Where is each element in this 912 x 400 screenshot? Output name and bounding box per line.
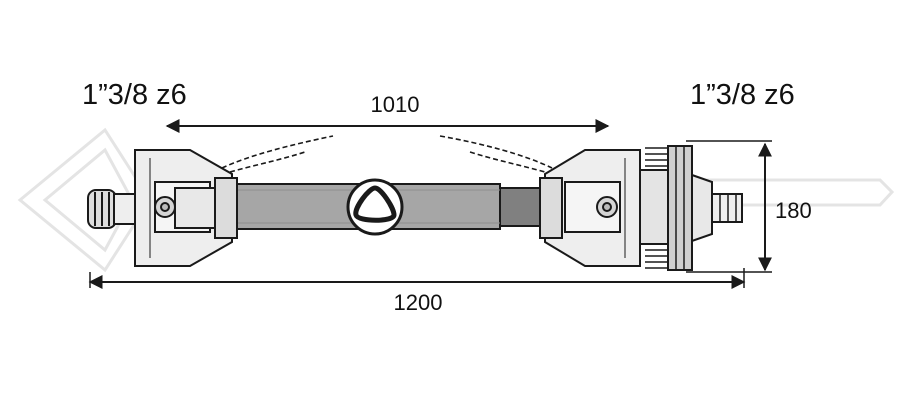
left-splined-shaft bbox=[87, 189, 141, 229]
closed-length-label: 1010 bbox=[371, 92, 420, 117]
right-yoke-spec: 1”3/8 z6 bbox=[690, 79, 795, 111]
clutch-diameter-label: 180 bbox=[775, 198, 812, 223]
left-guard-cone bbox=[134, 149, 238, 267]
safety-chain-left bbox=[221, 135, 334, 173]
triangular-tube-profile-icon bbox=[346, 178, 404, 236]
overall-length-label: 1200 bbox=[394, 290, 443, 315]
safety-chain-right bbox=[439, 135, 553, 173]
right-guard-cone bbox=[539, 149, 641, 267]
friction-clutch bbox=[639, 145, 743, 271]
left-yoke-spec: 1”3/8 z6 bbox=[82, 79, 187, 111]
